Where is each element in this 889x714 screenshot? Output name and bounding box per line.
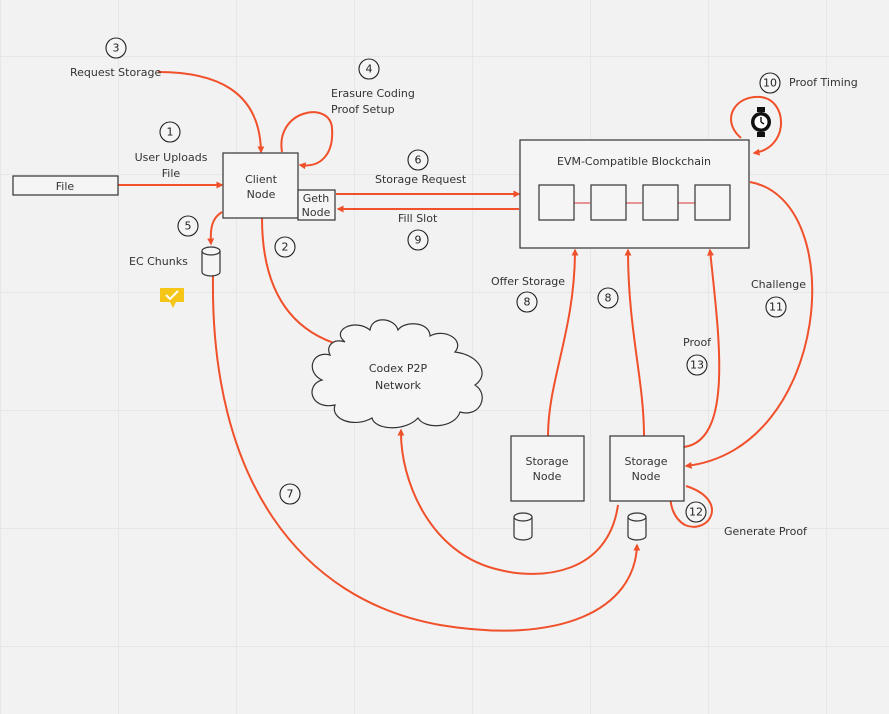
- step-13: 13: [686, 354, 708, 376]
- storage-node-a-line1: Storage: [525, 455, 568, 468]
- svg-text:13: 13: [690, 359, 704, 372]
- svg-text:6: 6: [415, 154, 422, 167]
- storage-a-database-icon: [513, 512, 533, 541]
- file-label: File: [56, 180, 75, 193]
- geth-node[interactable]: Geth Node: [297, 189, 336, 221]
- storage-request-label: Storage Request: [375, 173, 467, 186]
- offer-storage-label: Offer Storage: [491, 275, 565, 288]
- svg-text:2: 2: [282, 241, 289, 254]
- stopwatch-icon: [751, 107, 771, 137]
- svg-text:11: 11: [769, 301, 783, 314]
- blockchain-label: EVM-Compatible Blockchain: [557, 155, 711, 168]
- svg-text:9: 9: [415, 234, 422, 247]
- arrow-request-storage: [157, 71, 265, 154]
- block-4: [694, 184, 731, 221]
- step-4: 4: [358, 58, 380, 80]
- block-2: [590, 184, 627, 221]
- arrows: [118, 71, 814, 632]
- request-storage-label: Request Storage: [70, 66, 161, 79]
- arrow-offer-storage: [547, 248, 579, 437]
- codex-label-line1: Codex P2P: [369, 362, 428, 375]
- labels: Request Storage User Uploads File Erasur…: [70, 66, 858, 538]
- codex-p2p-network[interactable]: Codex P2P Network: [311, 319, 483, 429]
- step-9: 9: [407, 229, 429, 251]
- svg-text:10: 10: [763, 77, 777, 90]
- svg-text:5: 5: [185, 220, 192, 233]
- ec-chunks-database-icon: [201, 246, 221, 277]
- client-node-label-line2: Node: [247, 188, 276, 201]
- arrow-generate-proof: [666, 482, 713, 528]
- svg-text:3: 3: [113, 42, 120, 55]
- arrow-erasure-loop: [280, 111, 334, 170]
- svg-text:8: 8: [605, 292, 612, 305]
- arrow-challenge: [684, 181, 814, 469]
- check-sticky-icon[interactable]: [160, 288, 184, 308]
- arrow-storage-to-codex: [397, 428, 619, 575]
- svg-text:1: 1: [167, 126, 174, 139]
- block-3: [642, 184, 679, 221]
- client-node-label-line1: Client: [245, 173, 278, 186]
- storage-node-a[interactable]: Storage Node: [510, 435, 585, 502]
- step-2: 2: [274, 236, 296, 258]
- user-uploads-label-line1: User Uploads: [135, 151, 208, 164]
- generate-proof-label: Generate Proof: [724, 525, 808, 538]
- step-7: 7: [279, 483, 301, 505]
- svg-text:4: 4: [366, 63, 373, 76]
- geth-node-label-line2: Node: [302, 206, 331, 219]
- step-markers: 1 2 3 4 5 6 7 8 8 9 10 11 12 13: [105, 37, 787, 523]
- svg-text:7: 7: [287, 488, 294, 501]
- arrow-ec-to-storage: [211, 275, 641, 632]
- erasure-coding-label-line2: Proof Setup: [331, 103, 395, 116]
- step-12: 12: [685, 501, 707, 523]
- storage-node-a-line2: Node: [533, 470, 562, 483]
- storage-node-b-line2: Node: [632, 470, 661, 483]
- arrow-proof: [683, 248, 721, 448]
- svg-text:12: 12: [689, 506, 703, 519]
- storage-b-database-icon: [627, 512, 647, 541]
- arrow-client-to-codex: [261, 217, 342, 347]
- step-6: 6: [407, 149, 429, 171]
- client-node[interactable]: Client Node: [222, 152, 299, 219]
- step-1: 1: [159, 121, 181, 143]
- step-5: 5: [177, 215, 199, 237]
- fill-slot-label: Fill Slot: [398, 212, 438, 225]
- proof-timing-label: Proof Timing: [789, 76, 858, 89]
- arrow-proof-timing: [730, 95, 782, 156]
- storage-node-b-line1: Storage: [624, 455, 667, 468]
- proof-label: Proof: [683, 336, 712, 349]
- arrow-client-to-ec: [207, 211, 223, 246]
- challenge-label: Challenge: [751, 278, 806, 291]
- step-3: 3: [105, 37, 127, 59]
- erasure-coding-label-line1: Erasure Coding: [331, 87, 415, 100]
- ec-chunks-label: EC Chunks: [129, 255, 188, 268]
- block-1: [538, 184, 575, 221]
- blockchain[interactable]: EVM-Compatible Blockchain: [519, 139, 750, 249]
- step-11: 11: [765, 296, 787, 318]
- geth-node-label-line1: Geth: [303, 192, 330, 205]
- step-8-offer: 8: [516, 291, 538, 313]
- user-uploads-label-line2: File: [162, 167, 181, 180]
- codex-label-line2: Network: [375, 379, 422, 392]
- step-8-storage: 8: [597, 287, 619, 309]
- file-box[interactable]: File: [12, 175, 119, 196]
- step-10: 10: [759, 72, 781, 94]
- storage-node-b[interactable]: Storage Node: [609, 435, 685, 502]
- arrow-storage-b-to-chain: [624, 248, 645, 437]
- svg-text:8: 8: [524, 296, 531, 309]
